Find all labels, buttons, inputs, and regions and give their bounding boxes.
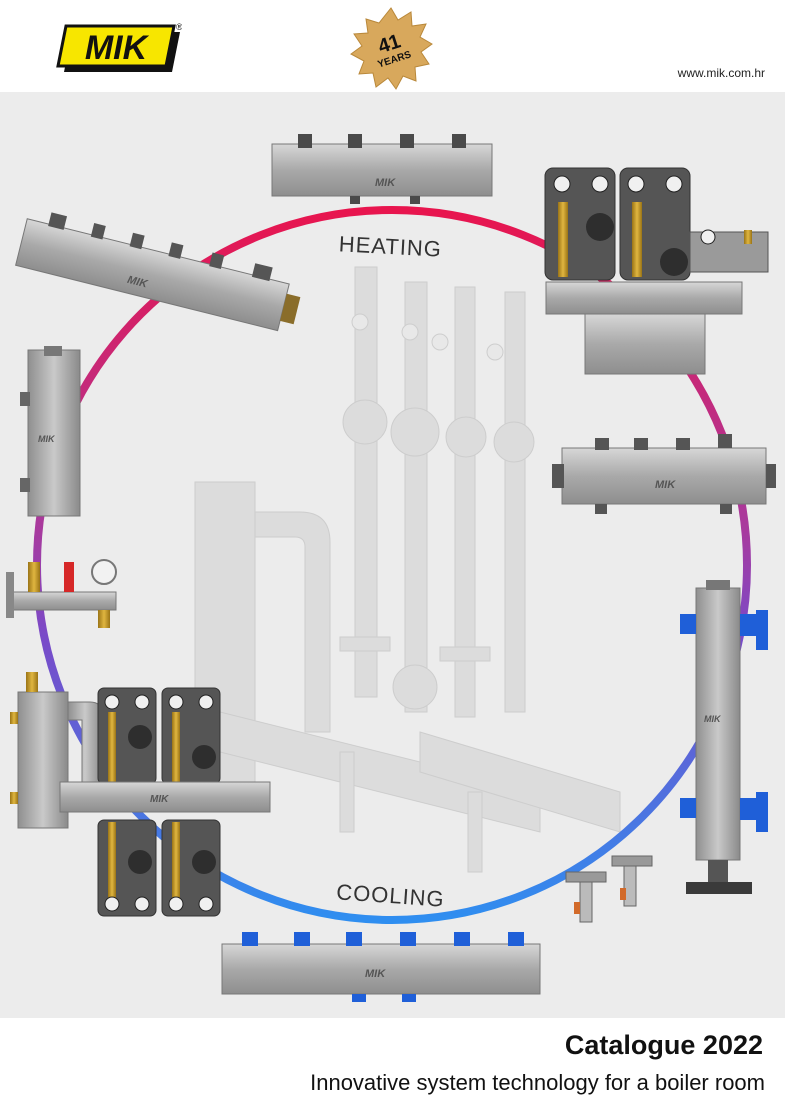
separator-brand-plate: MIK (38, 434, 56, 444)
registered-mark: ® (176, 22, 182, 32)
catalogue-subtitle: Innovative system technology for a boile… (310, 1070, 765, 1095)
pump-group-station-cooling: MIK (10, 672, 271, 917)
cooling-manifold-brand-plate: MIK (365, 968, 386, 980)
small-hydraulic-separator: MIK (20, 346, 81, 517)
background-piping-illustration (194, 266, 621, 873)
angled-manifold-brand-plate: MIK (126, 274, 149, 291)
large-separator-brand-plate: MIK (704, 714, 722, 724)
heating-label: HEATING (338, 231, 442, 261)
pump-group-station-heating (544, 167, 769, 375)
catalogue-title: Catalogue 2022 (564, 1030, 763, 1060)
angled-distributor-manifold: MIK (15, 212, 301, 332)
bottom-cooling-manifold: MIK (221, 932, 541, 1002)
right-manifold-brand-plate: MIK (655, 479, 676, 491)
wall-mounting-brackets (565, 855, 653, 923)
logo-text: MIK (85, 29, 150, 67)
logo-body (56, 24, 176, 68)
footer: Catalogue 2022 Innovative system technol… (0, 1018, 785, 1110)
safety-group-assembly (6, 559, 117, 628)
large-hydraulic-separator: MIK (680, 580, 768, 894)
website-link[interactable]: www.mik.com.hr (677, 66, 765, 80)
manifold-brand-plate: MIK (375, 177, 396, 189)
product-composition: HEATING COOLING MIK MIK (6, 134, 776, 1002)
header: MIK ® 41 YEARS www.mik.com.hr (0, 0, 785, 92)
station-brand-plate: MIK (150, 794, 169, 805)
starburst-shape (350, 7, 433, 90)
hero-product-image: HEATING COOLING MIK MIK (0, 92, 785, 1018)
cooling-label: COOLING (336, 879, 446, 912)
mik-logo: MIK ® (56, 22, 182, 72)
right-distributor-manifold: MIK (552, 434, 776, 514)
anniversary-badge: 41 YEARS (350, 7, 433, 90)
top-distributor-manifold: MIK (271, 134, 493, 204)
